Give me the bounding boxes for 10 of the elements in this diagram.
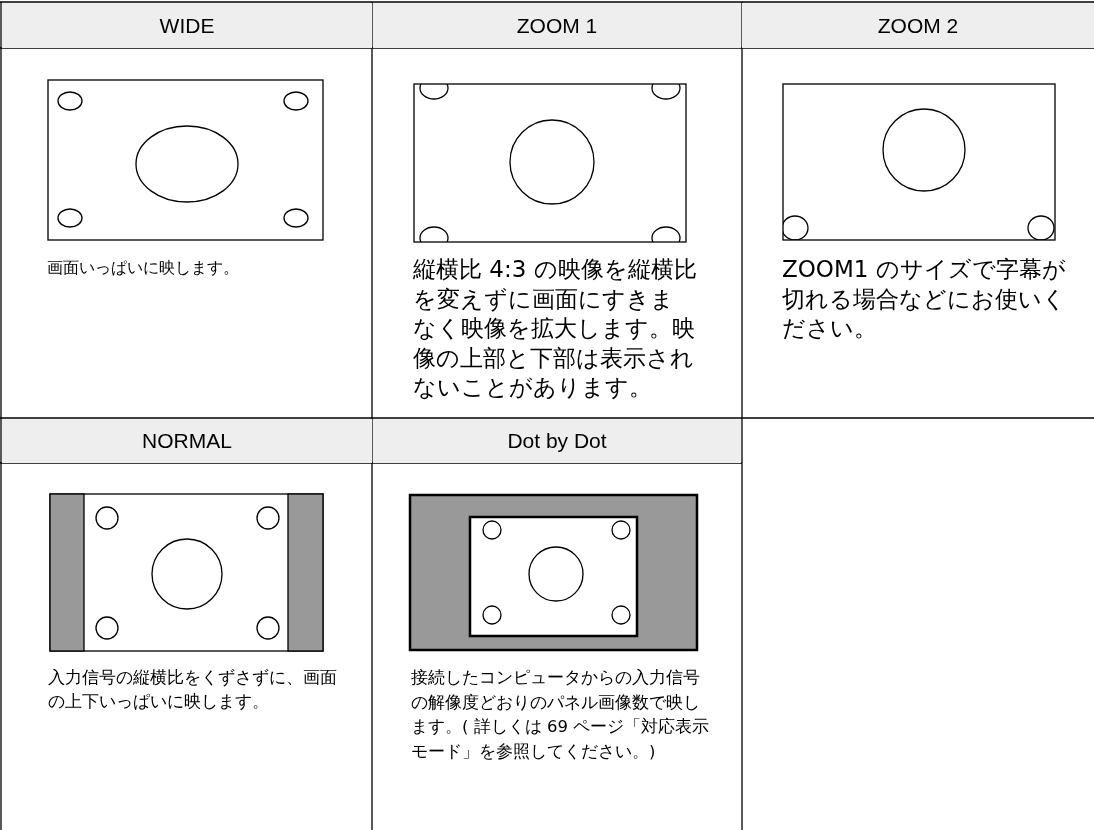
description-text: ZOOM1 のサイズで字幕が切れる場合などにお使いください。	[782, 255, 1066, 343]
description-text: 縦横比 4:3 の映像を縦横比を変えずに画面にすきまなく映像を拡大します。映像の上部と下部は表示されないことがあります。	[413, 255, 697, 402]
description-text: 入力信号の縦横比をくずさずに、画面の上下いっぱいに映します。	[48, 667, 338, 713]
header-cell: ZOOM 1	[373, 3, 741, 48]
header-cell: Dot by Dot	[373, 419, 741, 463]
header-cell: ZOOM 2	[742, 3, 1094, 48]
header-cell: WIDE	[2, 3, 372, 48]
description-text: 接続したコンピュータからの入力信号の解像度どおりのパネル画像数で映します。( 詳しくは 69 ページ「対応表示モード」を参照してください。)	[411, 667, 711, 763]
description-text: 画面いっぱいに映します。	[47, 258, 240, 279]
header-cell: NORMAL	[2, 419, 372, 463]
